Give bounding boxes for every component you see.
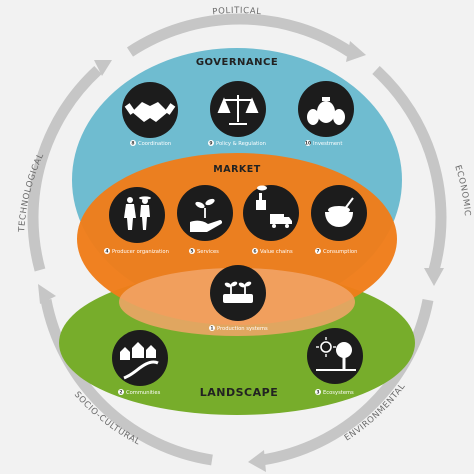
landscape-item-communities: 2 Communities (112, 330, 168, 396)
landscape-title: LANDSCAPE (200, 386, 278, 399)
item-label: Investment (313, 141, 342, 147)
svg-text:4: 4 (105, 249, 108, 255)
scales-icon (217, 95, 259, 125)
farmers-icon (124, 196, 151, 230)
factory-truck-icon (256, 185, 292, 228)
item-label: Consumption (323, 249, 357, 255)
governance-item-coordination: 8 Coordination (122, 82, 178, 147)
item-label: Value chains (260, 249, 293, 255)
handshake-icon (124, 102, 176, 122)
svg-text:5: 5 (190, 249, 193, 255)
item-label: Ecosystems (323, 390, 354, 396)
hand-seedling-icon (190, 198, 223, 232)
svg-text:2: 2 (119, 390, 122, 396)
item-label: Coordination (138, 141, 171, 147)
money-bags-icon (307, 97, 345, 125)
governance-title: GOVERNANCE (196, 57, 278, 68)
market-item-services: 5 Services (177, 185, 233, 255)
outer-ring-arrowheads (38, 41, 444, 472)
item-label: Services (197, 249, 219, 255)
ring-label-economic: ECONOMIC (452, 164, 472, 217)
svg-text:1: 1 (210, 326, 213, 332)
crop-plot-icon (223, 281, 253, 303)
svg-text:9: 9 (209, 141, 212, 147)
item-label: Policy & Regulation (216, 141, 266, 147)
production-item: 1 Production systems (209, 265, 268, 332)
item-label: Production systems (217, 326, 268, 332)
market-item-producer-organization: 4 Producer organization (104, 187, 169, 255)
food-bowl-icon (325, 197, 354, 227)
governance-item-policy: 9 Policy & Regulation (208, 81, 266, 147)
village-icon (120, 342, 159, 380)
svg-text:10: 10 (305, 141, 311, 147)
market-item-consumption: 7 Consumption (311, 185, 367, 255)
sun-tree-icon (316, 337, 356, 371)
svg-text:7: 7 (316, 249, 319, 255)
item-label: Producer organization (112, 249, 169, 255)
landscape-item-ecosystems: 3 Ecosystems (307, 328, 363, 396)
svg-text:8: 8 (131, 141, 134, 147)
svg-text:6: 6 (253, 249, 256, 255)
market-item-value-chains: 6 Value chains (243, 185, 299, 255)
outer-ring (27, 13, 447, 466)
item-label: Communities (126, 390, 161, 396)
market-title: MARKET (213, 164, 260, 175)
svg-text:3: 3 (316, 390, 319, 396)
ring-label-political: POLITICAL (212, 6, 262, 17)
governance-item-investment: 10 Investment (298, 81, 354, 147)
